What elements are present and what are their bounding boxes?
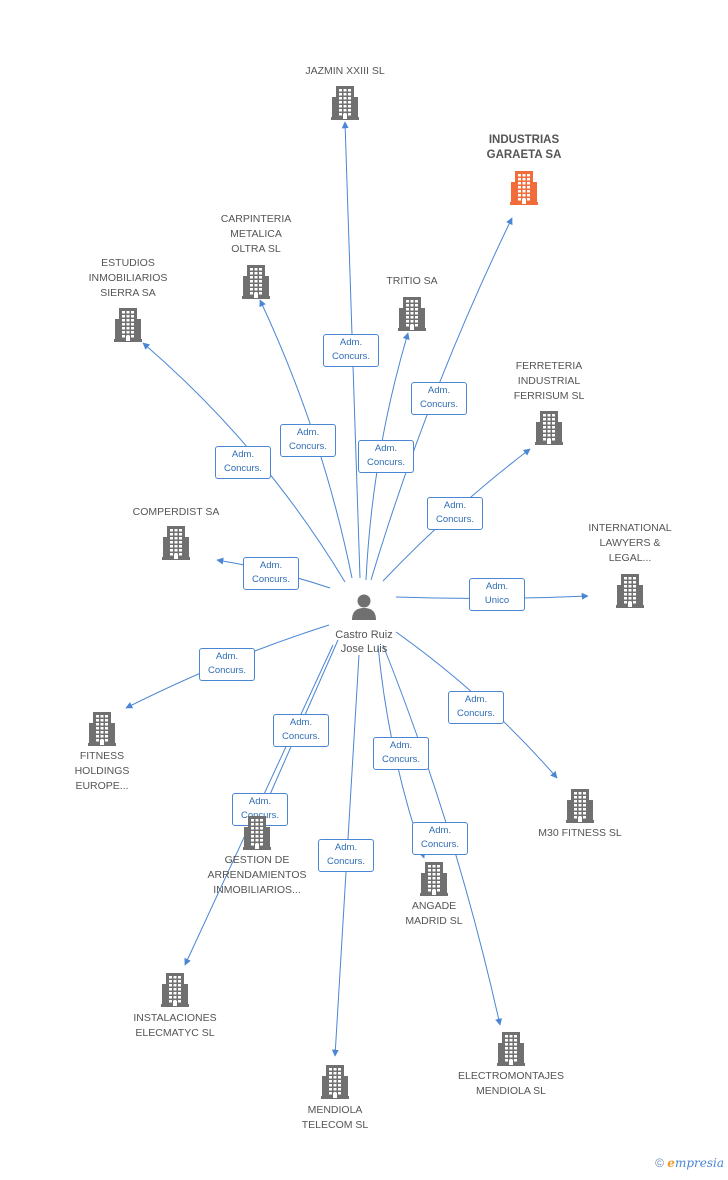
edge-label-angade[interactable]: Adm. Concurs. xyxy=(373,737,429,770)
company-name[interactable]: ANGADE MADRID SL xyxy=(405,900,463,927)
edge-label-comperdist[interactable]: Adm. Concurs. xyxy=(243,557,299,590)
edge-label-tritio[interactable]: Adm. Concurs. xyxy=(358,440,414,473)
brand-logo[interactable]: empresia xyxy=(667,1156,724,1170)
building-icon[interactable] xyxy=(495,1031,527,1067)
person-name[interactable]: Castro Ruiz Jose Luis xyxy=(335,629,393,655)
building-icon[interactable] xyxy=(86,711,118,747)
edge-label-electromontajes[interactable]: Adm. Concurs. xyxy=(412,822,468,855)
company-name[interactable]: M30 FITNESS SL xyxy=(538,827,622,839)
edge-label-gestion[interactable]: Adm. Concurs. xyxy=(273,714,329,747)
edge-label-ferreteria[interactable]: Adm. Concurs. xyxy=(427,497,483,530)
building-icon[interactable] xyxy=(533,410,565,446)
copyright-symbol: © xyxy=(655,1156,664,1170)
company-name[interactable]: JAZMIN XXIII SL xyxy=(305,65,385,77)
edge-label-fitness[interactable]: Adm. Concurs. xyxy=(199,648,255,681)
company-name[interactable]: INSTALACIONES ELECMATYC SL xyxy=(133,1012,217,1039)
company-name[interactable]: TRITIO SA xyxy=(386,275,438,287)
company-name[interactable]: INTERNATIONAL LAWYERS & LEGAL... xyxy=(588,522,672,564)
company-name[interactable]: INDUSTRIAS GARAETA SA xyxy=(486,134,562,161)
edge-label-estudios[interactable]: Adm. Concurs. xyxy=(215,446,271,479)
building-icon[interactable] xyxy=(614,573,646,609)
building-icon[interactable] xyxy=(329,85,361,121)
company-name[interactable]: MENDIOLA TELECOM SL xyxy=(301,1104,369,1131)
company-name[interactable]: FITNESS HOLDINGS EUROPE... xyxy=(74,750,130,792)
edge-label-international[interactable]: Adm. Unico xyxy=(469,578,525,611)
person-icon[interactable] xyxy=(349,591,379,621)
edge-label-carpinteria[interactable]: Adm. Concurs. xyxy=(280,424,336,457)
edge-label-mendiola[interactable]: Adm. Concurs. xyxy=(318,839,374,872)
building-icon[interactable] xyxy=(418,861,450,897)
building-icon[interactable] xyxy=(564,788,596,824)
company-name[interactable]: ELECTROMONTAJES MENDIOLA SL xyxy=(458,1070,564,1097)
footer-brand: © empresia xyxy=(655,1156,724,1170)
company-name[interactable]: GESTION DE ARRENDAMIENTOS INMOBILIARIOS.… xyxy=(207,854,307,896)
company-name[interactable]: CARPINTERIA METALICA OLTRA SL xyxy=(220,213,292,255)
building-icon[interactable] xyxy=(112,307,144,343)
company-name[interactable]: ESTUDIOS INMOBILIARIOS SIERRA SA xyxy=(88,257,168,299)
company-name[interactable]: FERRETERIA INDUSTRIAL FERRISUM SL xyxy=(513,360,585,402)
company-name[interactable]: COMPERDIST SA xyxy=(132,506,220,518)
edge-label-m30[interactable]: Adm. Concurs. xyxy=(448,691,504,724)
building-icon[interactable] xyxy=(508,170,540,206)
building-icon[interactable] xyxy=(241,815,273,851)
building-icon[interactable] xyxy=(319,1064,351,1100)
building-icon[interactable] xyxy=(240,264,272,300)
edge-label-jazmin[interactable]: Adm. Concurs. xyxy=(323,334,379,367)
edge-label-garaeta[interactable]: Adm. Concurs. xyxy=(411,382,467,415)
building-icon[interactable] xyxy=(159,972,191,1008)
building-icon[interactable] xyxy=(396,296,428,332)
building-icon[interactable] xyxy=(160,525,192,561)
